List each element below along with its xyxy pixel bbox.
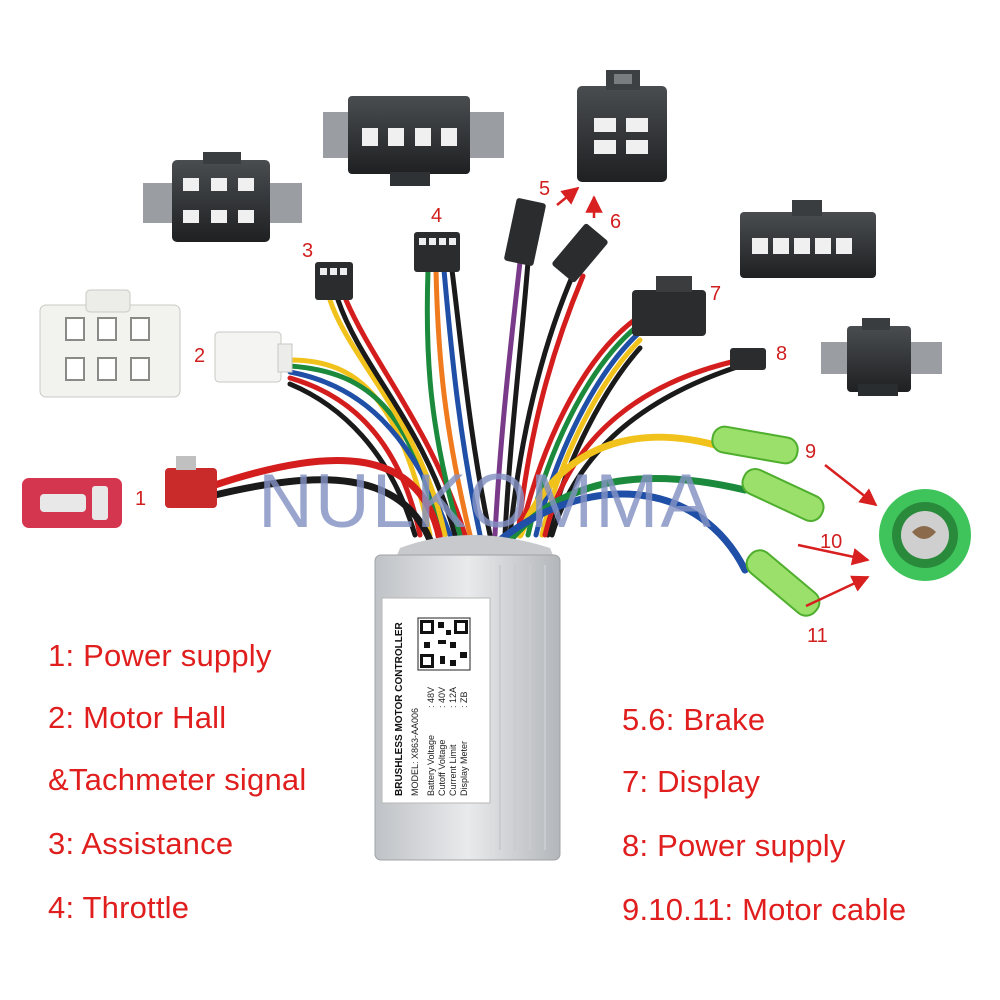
- legend-item: 3: Assistance: [48, 826, 234, 861]
- legend-item: 5.6: Brake: [622, 702, 766, 737]
- phase-bullet-connectors: [711, 425, 825, 617]
- spec-name: Cutoff Voltage: [437, 740, 447, 796]
- connector-2pin-power-photo: [821, 318, 942, 396]
- connector-4pin-photo: [323, 96, 504, 186]
- spec-value: : 12A: [448, 687, 458, 708]
- callout-2: 2: [194, 345, 205, 367]
- power-plug-8: [730, 348, 766, 370]
- brake-plug-5: [504, 198, 546, 266]
- controller-title: BRUSHLESS MOTOR CONTROLLER: [394, 622, 405, 796]
- legend-item: 1: Power supply: [48, 638, 272, 673]
- arrow-9: [824, 464, 878, 507]
- callout-10: 10: [820, 531, 842, 553]
- hall-plug: [214, 331, 293, 383]
- connector-3pin-photo: [143, 152, 302, 242]
- legend-item: 2: Motor Hall: [48, 700, 227, 735]
- spec-name: Battery Voltage: [426, 735, 436, 796]
- spec-name: Display Meter: [459, 741, 469, 796]
- legend-item: 9.10.11: Motor cable: [622, 892, 907, 927]
- callout-11: 11: [807, 625, 828, 647]
- assistance-plug: [315, 262, 353, 300]
- watermark: NULKOMMA: [258, 459, 714, 544]
- spec-value: : 48V: [426, 687, 436, 708]
- callout-4: 4: [431, 205, 442, 227]
- callout-1: 1: [135, 488, 146, 510]
- controller-specs: Battery Voltage : 48V Cutoff Voltage : 4…: [426, 687, 469, 796]
- spec-value: : 40V: [437, 687, 447, 708]
- display-plug: [632, 276, 706, 336]
- motor-phase-connector-photo: [879, 489, 971, 581]
- connector-6pin-hall-photo: [39, 289, 181, 398]
- controller-model: MODEL: X863-AA006: [410, 708, 420, 796]
- callout-arrows: [556, 186, 878, 608]
- spec-name: Current Limit: [448, 744, 458, 796]
- arrow-11: [805, 575, 870, 608]
- callout-5: 5: [539, 178, 550, 200]
- legend-item: &Tachmeter signal: [48, 762, 307, 797]
- callout-7: 7: [710, 283, 721, 305]
- callout-numbers: 1 2 3 4 5 6 7 8 9 10 11: [135, 178, 842, 647]
- t-plug-photo: [22, 478, 122, 528]
- callout-6: 6: [610, 211, 621, 233]
- arrow-10: [797, 543, 870, 566]
- t-plug-male: [165, 456, 217, 508]
- controller-box: BRUSHLESS MOTOR CONTROLLER MODEL: X863-A…: [374, 535, 561, 861]
- callout-9: 9: [805, 441, 816, 463]
- callout-8: 8: [776, 343, 787, 365]
- throttle-plug: [414, 232, 460, 272]
- legend-item: 7: Display: [622, 764, 761, 799]
- wire-harness: [211, 259, 749, 574]
- brake-plug-6: [552, 223, 608, 283]
- callout-3: 3: [302, 240, 313, 262]
- arrow-5: [556, 186, 580, 206]
- spec-value: : ZB: [459, 691, 469, 708]
- connector-6pin-display-photo: [740, 200, 876, 278]
- legend-item: 8: Power supply: [622, 828, 846, 863]
- legend-item: 4: Throttle: [48, 890, 190, 925]
- connector-2pin-brake-photo: [577, 70, 667, 182]
